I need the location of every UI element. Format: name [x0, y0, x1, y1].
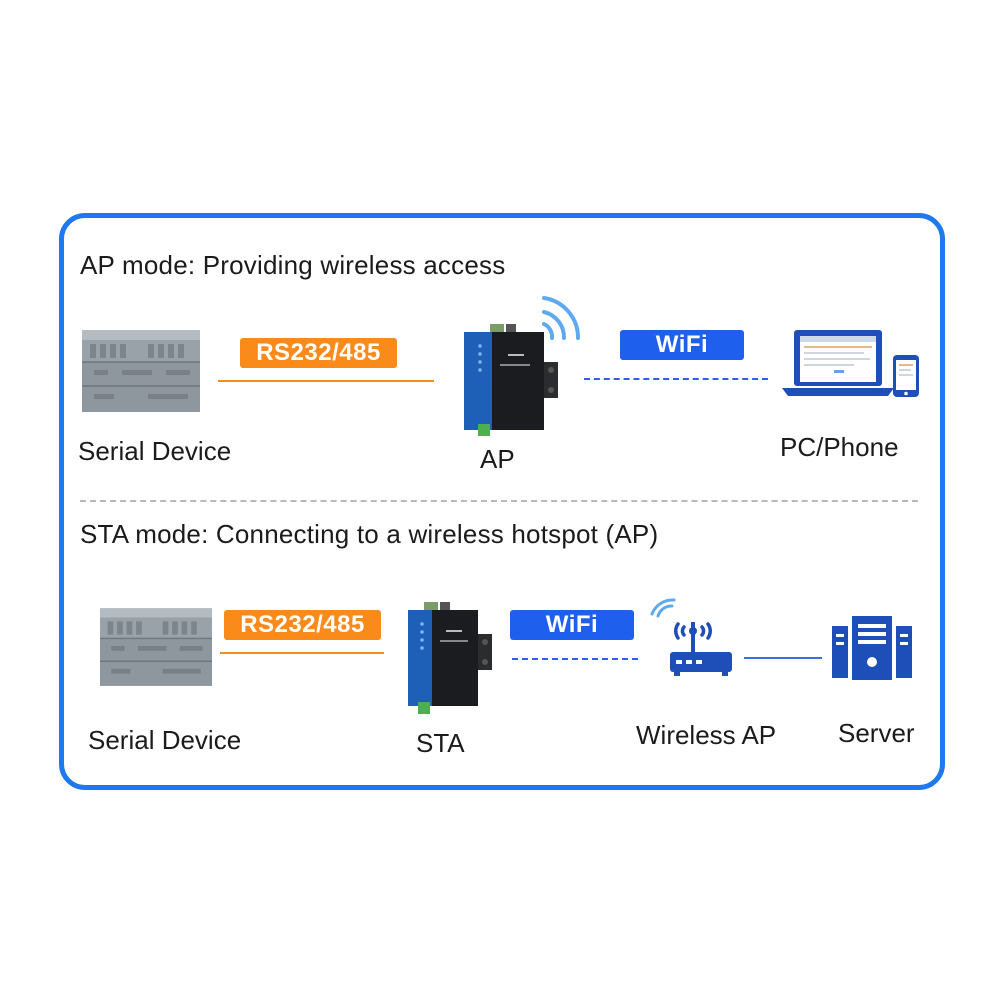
ap-serial-link-line [218, 380, 434, 382]
ap-gateway-label: AP [480, 444, 515, 474]
ap-rs232-tag: RS232/485 [240, 338, 397, 368]
ap-client-label: PC/Phone [780, 432, 899, 462]
sta-server-label: Server [838, 718, 915, 748]
sta-serial-link-line [220, 652, 384, 654]
phone-icon [893, 355, 919, 397]
sta-wifi-tag: WiFi [510, 610, 634, 640]
sta-hotspot-label: Wireless AP [636, 720, 777, 750]
ap-wifi-tag: WiFi [620, 330, 744, 360]
ap-serial-device-label: Serial Device [78, 436, 232, 466]
sta-rs232-tag: RS232/485 [224, 610, 381, 640]
sta-gateway-label: STA [416, 728, 465, 758]
gateway-device-icon [404, 600, 500, 718]
sta-serial-device-label: Serial Device [88, 725, 242, 755]
server-icon [832, 614, 912, 684]
gateway-device-icon [456, 290, 586, 440]
sta-mode-heading: STA mode: Connecting to a wireless hotsp… [80, 519, 659, 549]
plc-device-icon [82, 330, 200, 412]
sta-wifi-link-line [512, 658, 638, 660]
ap-wifi-link-line [584, 378, 768, 380]
ap-mode-heading: AP mode: Providing wireless access [80, 250, 506, 280]
plc-device-icon [100, 607, 212, 687]
laptop-icon [782, 328, 894, 398]
sta-lan-link-line [744, 657, 822, 659]
router-icon [648, 596, 738, 678]
mode-divider [80, 500, 918, 502]
